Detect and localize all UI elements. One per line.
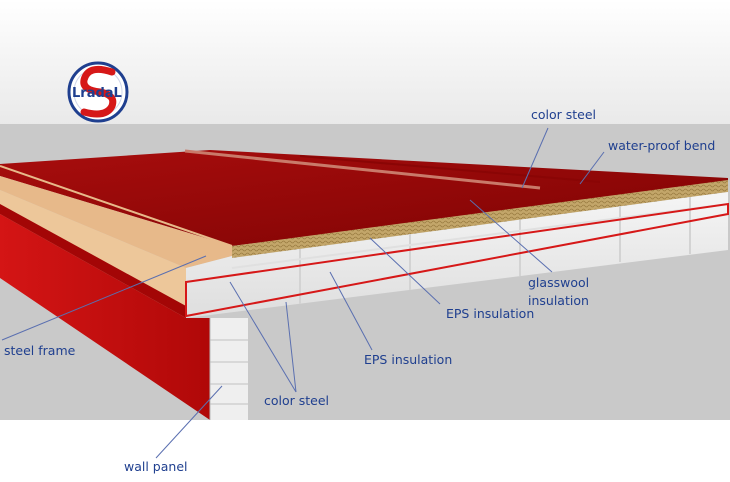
eps-divider xyxy=(231,203,729,269)
label-eps-insulation-upper: EPS insulation xyxy=(446,306,534,321)
leader-lines xyxy=(1,127,605,459)
label-water-proof-bend: water-proof bend xyxy=(608,138,715,153)
label-eps-insulation-lower: EPS insulation xyxy=(364,352,452,367)
eps-block-lines xyxy=(299,197,691,304)
roof-ridge-highlight xyxy=(0,165,233,247)
roof-seam xyxy=(184,149,541,190)
label-color-steel-top: color steel xyxy=(531,107,596,122)
color-steel-outline xyxy=(185,202,729,318)
wall-red-panel xyxy=(0,214,210,420)
steel-frame-top xyxy=(0,176,232,268)
glasswool-layer xyxy=(232,180,728,258)
roof-top-surface xyxy=(0,150,728,246)
bottom-background xyxy=(0,420,730,482)
label-steel-frame: steel frame xyxy=(4,343,76,358)
logo-s-mark-icon xyxy=(80,65,117,118)
label-glasswool: glasswool xyxy=(528,275,589,290)
logo-text: LradaL xyxy=(72,86,122,101)
company-logo: LradaL xyxy=(67,61,129,123)
wall-panel-lines xyxy=(210,339,248,405)
wall-red-edge xyxy=(0,204,186,318)
roof-seam xyxy=(299,155,601,183)
wall-panel-block xyxy=(210,318,248,420)
label-wall-panel: wall panel xyxy=(124,459,187,474)
label-glasswool-insulation: insulation xyxy=(528,293,589,308)
label-color-steel-bottom: color steel xyxy=(264,393,329,408)
